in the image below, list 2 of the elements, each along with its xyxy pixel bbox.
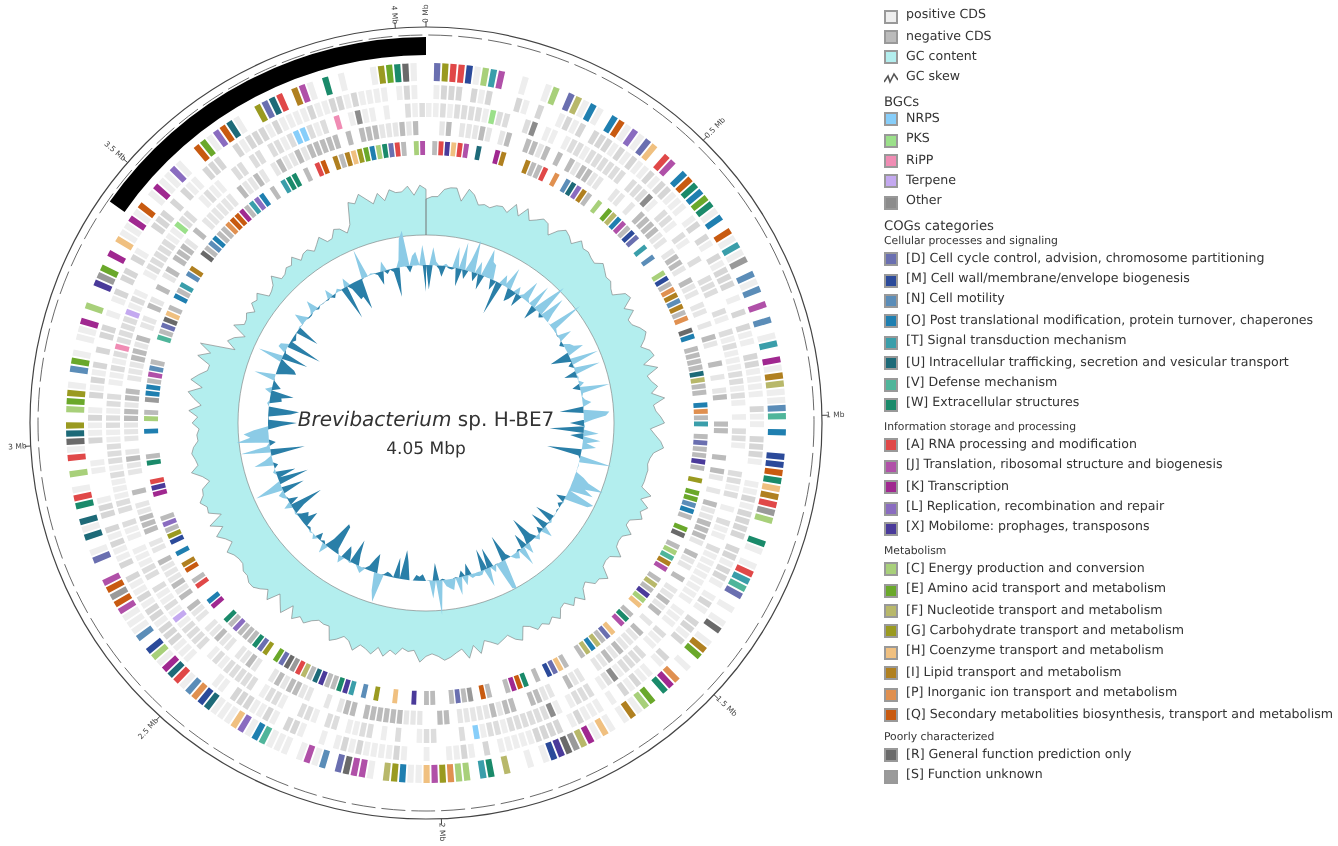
genome-size: 4.05 Mbp <box>384 440 468 460</box>
genome-name: Brevibacterium sp. H-BE7 <box>295 410 557 432</box>
